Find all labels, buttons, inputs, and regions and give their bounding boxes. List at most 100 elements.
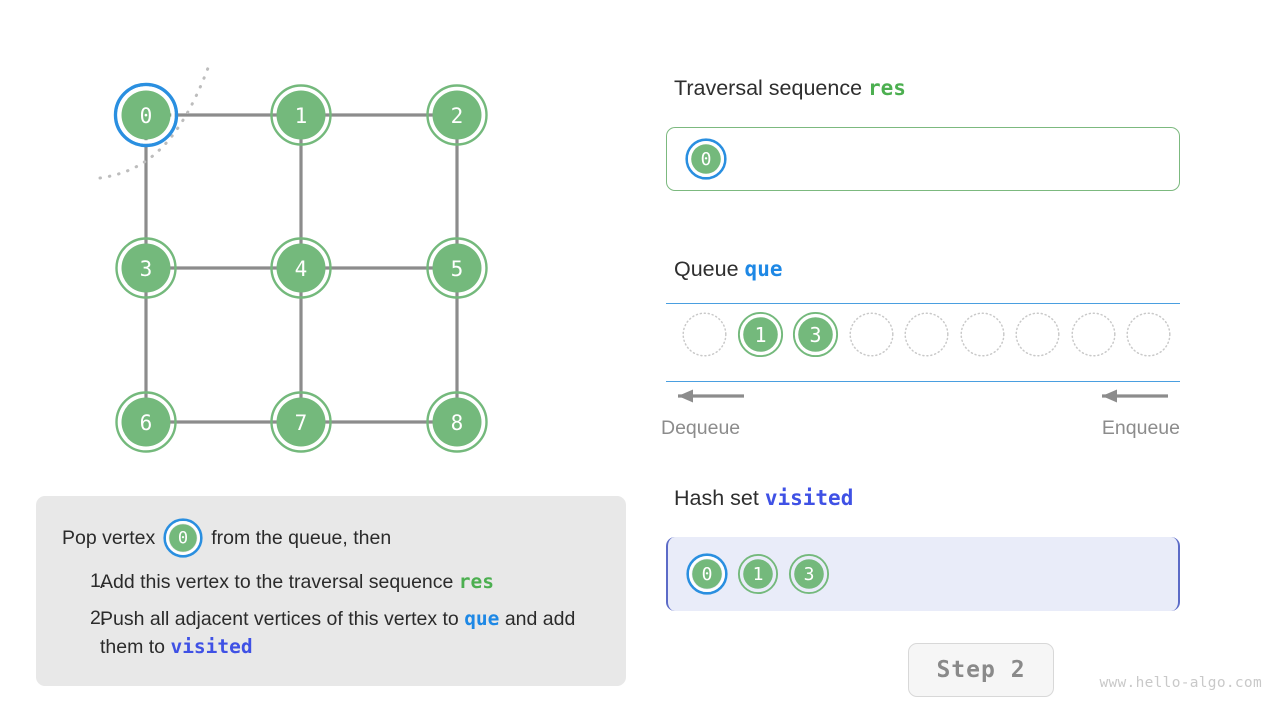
caption-text-after: from the queue, then [211,526,392,549]
queue-arrow-icons [678,389,1168,403]
caption-code-que: que [464,606,500,630]
watermark: www.hello-algo.com [1099,675,1262,691]
node-outer-ring [270,237,332,299]
enqueue-arrow-icon [1102,389,1168,403]
node-label: 0 [140,104,153,128]
hash-item[interactable]: 0 [686,553,728,595]
queue-empty-slot-icon [1015,312,1060,357]
node-label: 4 [295,257,308,281]
graph-node-4[interactable]: 4 [270,237,332,299]
res-title-text: Traversal sequence [674,76,863,100]
empty-slot-outline [1015,312,1060,357]
graph-node-8[interactable]: 8 [426,391,488,453]
graph-node-7[interactable]: 7 [270,391,332,453]
queue-item[interactable]: 1 [737,311,784,358]
node-outer-ring [426,84,488,146]
queue-empty-slot[interactable] [903,311,950,358]
queue-empty-slot-icon [1126,312,1171,357]
graph-nodes: 0 1 2 3 4 5 6 7 8 [113,82,488,453]
caption-step-number: 2. [90,606,107,629]
res-token-icon: 0 [685,138,727,180]
empty-slot-outline [904,312,949,357]
queue-empty-slot[interactable] [848,311,895,358]
caption-text-segment: Push all adjacent vertices of this verte… [100,607,465,630]
queue-item[interactable]: 3 [792,311,839,358]
graph-panel: 0 1 2 3 4 5 6 7 8 [0,0,640,490]
caption-line-1: Pop vertex 0 from the queue, then [62,518,600,558]
token-outer-ring [792,311,839,358]
caption-text-segment: Add this vertex to the traversal sequenc… [100,571,459,593]
graph-edges [144,113,459,424]
graph-node-3[interactable]: 3 [115,237,177,299]
caption-step-text: Add this vertex to the traversal sequenc… [100,568,600,597]
token-circle [691,144,721,174]
node-outer-ring [426,391,488,453]
hash-title-code: visited [764,486,854,510]
queue-section-title: Queue que [674,257,782,282]
graph-node-0[interactable]: 0 [113,82,179,148]
node-highlight-ring [113,82,179,148]
node-outer-ring [270,391,332,453]
token-white-ring [687,140,725,178]
graph-node-6[interactable]: 6 [115,391,177,453]
node-outer-ring [115,391,177,453]
queue-token-icon: 3 [792,311,839,358]
token-label: 3 [804,564,815,585]
token-label: 0 [702,564,713,585]
token-highlight-ring [163,518,203,558]
token-circle [743,559,773,589]
caption-text-segment: and add them to [100,607,576,659]
caption-vertex-token-icon: 0 [163,518,203,558]
hash-item[interactable]: 3 [788,553,830,595]
queue-empty-slot[interactable] [1070,311,1117,358]
token-highlight-ring [685,138,727,180]
token-label: 3 [809,323,821,347]
token-circle [692,559,722,589]
queue-empty-slot[interactable] [959,311,1006,358]
token-label: 1 [754,323,766,347]
node-circle [276,397,326,447]
node-circle [121,397,171,447]
enqueue-label: Enqueue [1101,417,1180,439]
caption-code-visited: visited [170,635,253,659]
node-label: 6 [140,411,153,435]
caption-vertex-chip: 0 [163,518,203,558]
token-label: 0 [701,149,712,170]
token-white-ring [688,555,726,593]
queue-rule-bottom [666,381,1180,382]
queue-empty-slot[interactable] [1014,311,1061,358]
node-circle [276,243,326,293]
queue-empty-slot[interactable] [1125,311,1172,358]
graph-node-5[interactable]: 5 [426,237,488,299]
token-label: 0 [178,529,188,549]
empty-slot-outline [1070,312,1116,357]
token-circle [798,317,833,352]
caption-step-text: Push all adjacent vertices of this verte… [100,605,600,662]
graph-canvas: 0 1 2 3 4 5 6 7 8 [98,66,488,453]
node-outer-ring [426,237,488,299]
hash-section-title: Hash set visited [674,486,853,511]
queue-empty-slot[interactable] [681,311,728,358]
hash-item[interactable]: 1 [737,553,779,595]
graph-node-2[interactable]: 2 [426,84,488,146]
node-circle [432,397,482,447]
node-label: 5 [451,257,464,281]
res-item[interactable]: 0 [685,138,727,180]
queue-empty-slot-icon [1070,312,1116,357]
node-circle [276,90,326,140]
graph-node-1[interactable]: 1 [270,84,332,146]
queue-token-icon: 1 [737,311,783,358]
node-circle [121,243,171,293]
queue-title-code: que [744,257,783,281]
queue-arrows: Dequeue Enqueue [661,385,1180,447]
token-outer-ring [737,553,779,595]
empty-slot-outline [848,312,894,357]
caption-text-before: Pop vertex [62,526,156,549]
empty-slot-outline [959,312,1005,357]
token-circle [794,559,824,589]
node-inner-white-ring [117,86,175,144]
caption-step: 2.Push all adjacent vertices of this ver… [62,605,600,662]
res-section-title: Traversal sequence res [674,76,906,101]
